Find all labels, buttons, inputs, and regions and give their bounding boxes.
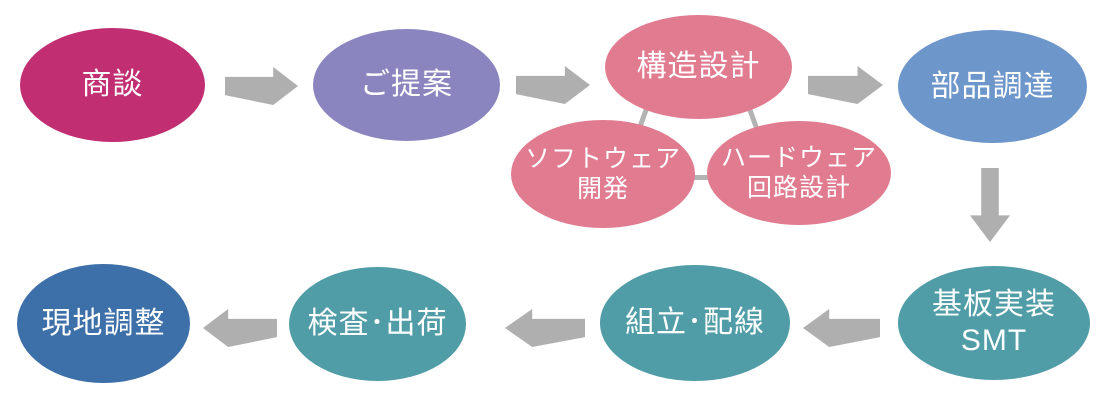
node-kozo-sekkei-label: 構造設計 xyxy=(636,50,761,83)
node-kiban-jisso-smt: 基板実装 SMT xyxy=(898,266,1090,380)
node-teian-label: ご提案 xyxy=(360,68,453,101)
arrow-right-icon xyxy=(225,67,298,105)
node-hardware-kairo-sekkei-label: ハードウェア 回路設計 xyxy=(720,144,877,202)
node-genchi-chosei-label: 現地調整 xyxy=(41,306,166,340)
node-software-kaihatsu-label: ソフトウェア 開発 xyxy=(524,145,681,203)
node-kiban-jisso-smt-label: 基板実装 SMT xyxy=(932,288,1056,357)
node-kumitate-haisen: 組立･配線 xyxy=(600,265,790,381)
arrow-left-icon xyxy=(803,309,880,347)
arrow-left-icon xyxy=(505,309,585,347)
node-teian: ご提案 xyxy=(313,29,500,141)
node-kensa-shukka-label: 検査･出荷 xyxy=(307,307,448,340)
connector-line xyxy=(692,175,712,180)
node-software-kaihatsu: ソフトウェア 開発 xyxy=(511,120,695,228)
arrow-right-icon xyxy=(808,66,883,104)
node-shodan: 商談 xyxy=(20,28,205,142)
node-genchi-chosei: 現地調整 xyxy=(17,264,190,383)
arrow-right-icon xyxy=(516,66,590,104)
arrow-left-icon xyxy=(203,309,277,347)
node-kozo-sekkei: 構造設計 xyxy=(605,15,792,119)
node-buhin-chotatsu-label: 部品調達 xyxy=(930,69,1055,103)
node-shodan-label: 商談 xyxy=(81,68,144,101)
node-kensa-shukka: 検査･出荷 xyxy=(289,267,466,381)
node-hardware-kairo-sekkei: ハードウェア 回路設計 xyxy=(707,121,891,225)
node-kumitate-haisen-label: 組立･配線 xyxy=(625,306,765,339)
node-buhin-chotatsu: 部品調達 xyxy=(898,30,1087,143)
arrow-down-icon xyxy=(970,168,1010,242)
